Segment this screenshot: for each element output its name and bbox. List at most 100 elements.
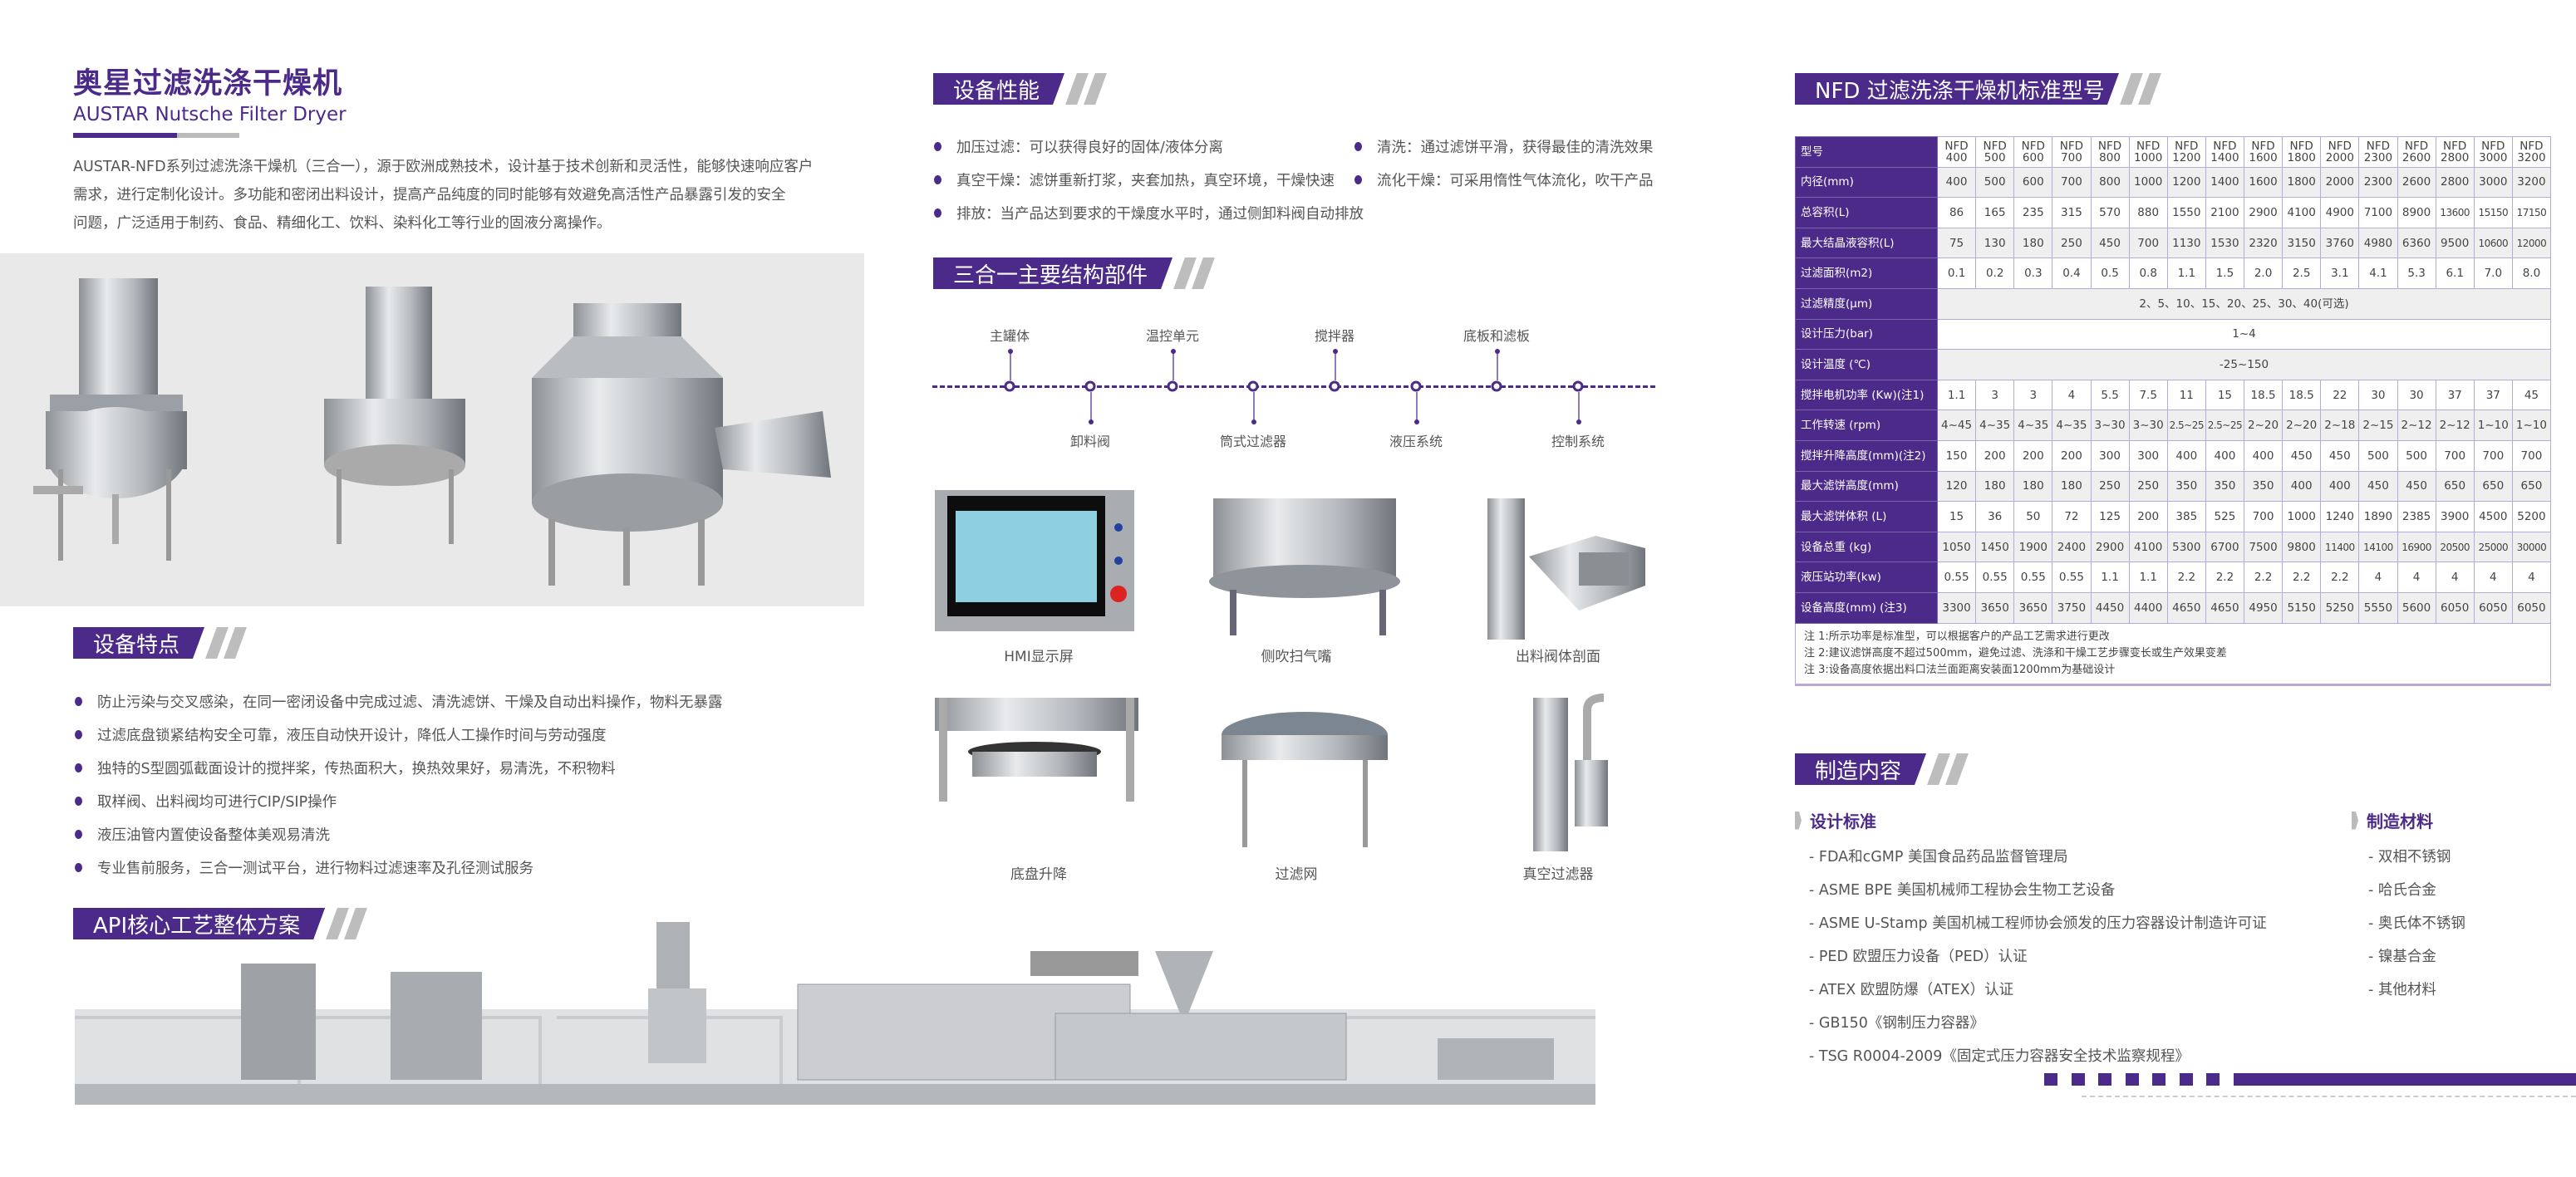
value-cell: 4~35 xyxy=(2052,409,2092,441)
bullet-text: 取样阀、出料阀均可进行CIP/SIP操作 xyxy=(97,794,337,811)
value-cell: 2.0 xyxy=(2243,257,2283,289)
value-cell: 250 xyxy=(2090,470,2130,503)
value-cell: 30 xyxy=(2397,379,2436,411)
value-cell: 4650 xyxy=(2166,591,2206,624)
gallery-caption: HMI显示屏 xyxy=(1004,649,1074,665)
value-cell: 2~20 xyxy=(2243,409,2283,441)
value-cell: 4450 xyxy=(2090,591,2130,624)
value-cell: 3 xyxy=(1975,379,2015,411)
performance-banner: 设备性能 xyxy=(933,73,1107,105)
side-purge-nozzle-image xyxy=(1209,498,1400,635)
bullet-item: 液压油管内置使设备整体美观易清洗 xyxy=(75,824,330,845)
spec-note: 注 2:建议滤饼高度不超过500mm，避免过滤、洗涤和干燥工艺步骤变长或生产效果… xyxy=(1804,646,2227,660)
value-cell: 1900 xyxy=(2013,531,2053,563)
value-cell: 1.1 xyxy=(2128,562,2168,593)
row-label: 设备高度(mm) (注3) xyxy=(1795,591,1938,624)
value-cell: 450 xyxy=(2282,439,2322,472)
value-cell: 300 xyxy=(2090,439,2130,472)
value-cell: 6.1 xyxy=(2435,257,2475,289)
model-cell: NFD 1000 xyxy=(2128,136,2168,168)
title-underline xyxy=(73,133,813,138)
value-cell: 7500 xyxy=(2243,531,2283,563)
model-cell: NFD 1800 xyxy=(2282,136,2322,168)
value-cell: 0.5 xyxy=(2090,257,2130,289)
row-label: 最大结晶液容积(L) xyxy=(1795,227,1938,259)
value-cell: 11 xyxy=(2166,379,2206,411)
value-cell: 315 xyxy=(2052,197,2092,228)
value-cell: 2320 xyxy=(2243,227,2283,259)
value-cell: 385 xyxy=(2166,501,2206,532)
value-cell: 22 xyxy=(2320,379,2360,411)
model-cell: NFD 1600 xyxy=(2243,136,2283,168)
value-cell: 350 xyxy=(2205,470,2245,503)
value-cell: 3000 xyxy=(2473,166,2513,199)
value-cell: 125 xyxy=(2090,501,2130,532)
value-cell: 700 xyxy=(2243,501,2283,532)
value-cell: 0.1 xyxy=(1936,257,1977,289)
value-cell: 0.55 xyxy=(2052,562,2092,593)
machine-image-2 xyxy=(324,287,465,544)
standard-item: - GB150《钢制压力容器》 xyxy=(1809,1015,1984,1032)
value-cell: 120 xyxy=(1936,470,1977,503)
value-cell: 1200 xyxy=(2166,166,2206,199)
bullet-dot-icon xyxy=(934,175,941,184)
standards-heading: 设计标准 xyxy=(1795,808,1876,832)
value-cell: 5600 xyxy=(2397,591,2436,624)
page-subtitle: AUSTAR Nutsche Filter Dryer xyxy=(73,104,347,125)
materials-heading: 制造材料 xyxy=(2352,808,2433,832)
value-cell: 37 xyxy=(2473,379,2513,411)
value-cell: 3900 xyxy=(2435,501,2475,532)
manufacturing-title: 制造内容 xyxy=(1795,753,1926,785)
bullet-dot-icon xyxy=(75,763,82,772)
value-cell: 7.5 xyxy=(2128,379,2168,411)
timeline-node xyxy=(1167,380,1178,392)
value-cell: 4400 xyxy=(2128,591,2168,624)
value-cell: 1240 xyxy=(2320,501,2360,532)
table-row: 设计温度 (℃)-25~150 xyxy=(1795,349,2551,380)
value-cell: 4950 xyxy=(2243,591,2283,624)
value-cell: 4100 xyxy=(2128,531,2168,563)
intro-line: AUSTAR-NFD系列过滤洗涤干燥机（三合一），源于欧洲成熟技术，设计基于技术… xyxy=(73,159,814,175)
bullet-item: 防止污染与交叉感染，在同一密闭设备中完成过滤、清洗滤饼、干燥及自动出料操作，物料… xyxy=(75,691,723,712)
value-cell: 600 xyxy=(2013,166,2053,199)
value-cell: 450 xyxy=(2397,470,2436,503)
value-cell: 150 xyxy=(1936,439,1977,472)
model-cell: NFD 1400 xyxy=(2205,136,2245,168)
bullet-item: 流化干燥：可采用惰性气体流化，吹干产品 xyxy=(1354,169,1654,190)
value-cell: 500 xyxy=(2397,439,2436,472)
material-item: - 镍基合金 xyxy=(2368,949,2436,965)
value-cell: 5.5 xyxy=(2090,379,2130,411)
value-cell: 3750 xyxy=(2052,591,2092,624)
value-cell: 0.3 xyxy=(2013,257,2053,289)
bullet-text: 流化干燥：可采用惰性气体流化，吹干产品 xyxy=(1377,173,1654,189)
row-label: 总容积(L) xyxy=(1795,197,1938,228)
span-cell: -25~150 xyxy=(1937,349,2551,380)
model-cell: NFD 2300 xyxy=(2358,136,2398,168)
value-cell: 6700 xyxy=(2205,531,2245,563)
value-cell: 1890 xyxy=(2358,501,2398,532)
value-cell: 72 xyxy=(2052,501,2092,532)
spec-note: 注 1:所示功率是标准型，可以根据客户的产品工艺需求进行更改 xyxy=(1804,630,2110,643)
value-cell: 2800 xyxy=(2435,166,2475,199)
row-label: 设计压力(bar) xyxy=(1795,318,1938,351)
bullet-dot-icon xyxy=(1354,142,1362,151)
value-cell: 5.3 xyxy=(2397,257,2436,289)
value-cell: 1.1 xyxy=(2166,257,2206,289)
bullet-item: 专业售前服务，三合一测试平台，进行物料过滤速率及孔径测试服务 xyxy=(75,857,533,878)
value-cell: 500 xyxy=(2358,439,2398,472)
standard-item: - ATEX 欧盟防爆（ATEX）认证 xyxy=(1809,982,2014,998)
value-cell: 4 xyxy=(2358,562,2398,593)
bullet-text: 液压油管内置使设备整体美观易清洗 xyxy=(97,827,330,844)
value-cell: 15 xyxy=(2205,379,2245,411)
gallery-caption: 侧吹扫气嘴 xyxy=(1261,649,1332,665)
timeline-stem xyxy=(1010,351,1011,380)
spec-banner: NFD 过滤洗涤干燥机标准型号 xyxy=(1795,73,2161,105)
value-cell: 4 xyxy=(2473,562,2513,593)
features-banner: 设备特点 xyxy=(73,627,247,659)
bullet-dot-icon xyxy=(75,830,82,839)
value-cell: 2.2 xyxy=(2166,562,2206,593)
